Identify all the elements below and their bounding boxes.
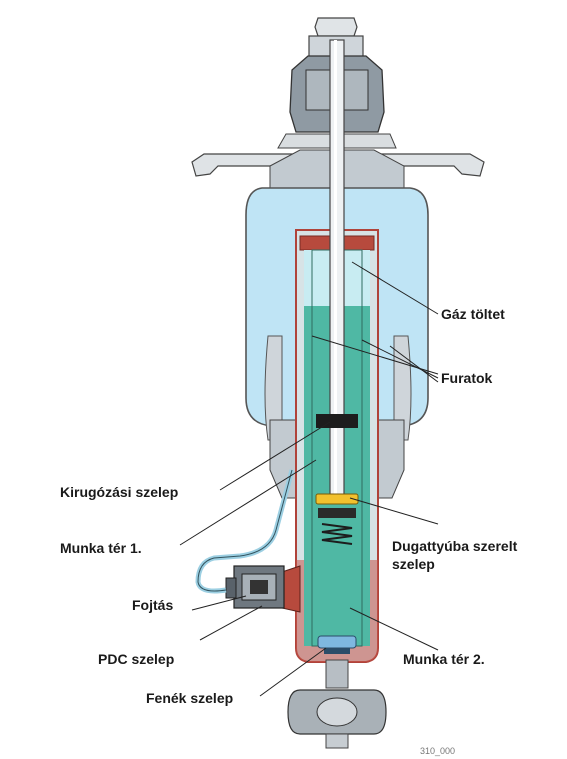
lower-guide: [269, 419, 405, 499]
label-piston-valve-line2: szelep: [392, 556, 435, 572]
leader-lines: [179, 261, 439, 697]
leader-work-chamber-2: [349, 607, 439, 651]
label-rebound-valve: Kirugózási szelep: [60, 484, 179, 500]
pdc-throttle-assembly: [225, 565, 301, 613]
bypass-hose-outline: [197, 469, 293, 592]
piston-rod: [329, 39, 345, 501]
label-piston-valve-line1: Dugattyúba szerelt: [392, 538, 518, 554]
label-throttle: Fojtás: [132, 597, 174, 613]
leader-gas-charge: [351, 261, 439, 315]
label-work-chamber-1: Munka tér 1.: [60, 540, 142, 556]
label-gas-charge: Gáz töltet: [441, 306, 505, 322]
figure-number: 310_000: [420, 746, 456, 756]
leader-work-chamber-1: [179, 459, 317, 546]
leader-throttle: [191, 595, 247, 611]
label-pdc-valve: PDC szelep: [98, 651, 175, 667]
leader-bores-2: [361, 339, 439, 379]
bottom-eye: [287, 659, 387, 749]
label-bores: Furatok: [441, 370, 493, 386]
label-base-valve: Fenék szelep: [146, 690, 234, 706]
leader-piston-valve: [349, 497, 439, 525]
leader-bores-3: [389, 345, 439, 383]
label-work-chamber-2: Munka tér 2.: [403, 651, 485, 667]
rebound-valve-part: [316, 414, 358, 428]
piston-valve: [315, 493, 359, 545]
leader-pdc-valve: [199, 605, 263, 641]
base-valve-part: [317, 635, 357, 654]
leader-base-valve: [259, 647, 327, 697]
leader-rebound-valve: [219, 421, 331, 491]
